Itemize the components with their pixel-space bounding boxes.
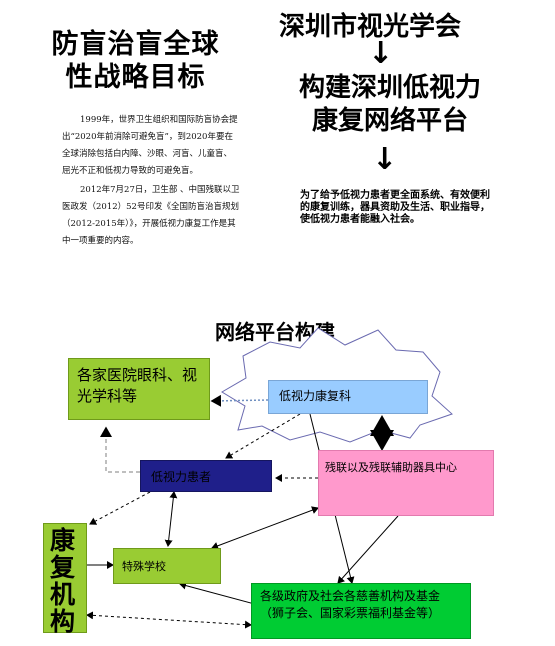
connector-dept-patient — [225, 413, 301, 459]
connector-school-govt — [179, 581, 263, 609]
paragraph-2: 2012年7月27日，卫生部 、中国残联以卫医政发（2012）52号印发《全国防… — [62, 185, 240, 246]
left-title-line-2: 性战略目标 — [65, 62, 206, 93]
connector-fed-govt — [337, 515, 399, 584]
connector-dept-hospital — [210, 394, 269, 407]
node-lowvision-dept: 低视力康复科 — [268, 380, 428, 414]
left-title-line-1: 防盲治盲全球 — [51, 29, 220, 60]
node-government-charity: 各级政府及社会各慈善机构及基金（狮子会、国家彩票福利基金等） — [251, 583, 471, 639]
purpose-text: 为了给予低视力患者更全面系统、有效便利的康复训练，器具资助及生活、职业指导，使低… — [300, 190, 490, 225]
platform-title-line-2: 康复网络平台 — [311, 106, 468, 136]
connector-rehab-govt — [86, 611, 252, 629]
node-hospital: 各家医院眼科、视光学科等 — [68, 358, 210, 420]
left-title: 防盲治盲全球 性战略目标 — [28, 28, 243, 94]
node-special-school: 特殊学校 — [113, 548, 221, 584]
connector-patient-hospital — [100, 426, 140, 473]
down-arrow-icon: ↓ — [368, 36, 394, 71]
down-arrow-icon-2: ↓ — [372, 142, 398, 177]
society-title: 深圳市视光学会 — [278, 12, 461, 42]
node-disabled-federation: 残联以及残联辅助器具中心 — [318, 450, 494, 516]
connector-school-fed — [211, 506, 319, 550]
connector-patient-rehab — [89, 491, 151, 525]
paragraph-1: 1999年，世界卫生组织和国际防盲协会提出“2020年前消除可避免盲”，到202… — [62, 115, 238, 176]
connector-patient-school — [164, 491, 178, 547]
platform-title: 构建深圳低视力 康复网络平台 — [270, 72, 510, 138]
node-rehab-institution: 康复机构 — [43, 523, 87, 635]
platform-title-line-1: 构建深圳低视力 — [298, 73, 481, 103]
node-patient: 低视力患者 — [140, 460, 272, 492]
